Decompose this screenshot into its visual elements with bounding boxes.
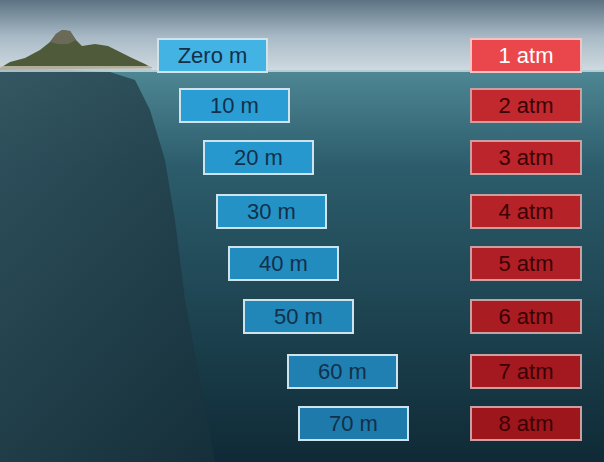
depth-label: 50 m bbox=[274, 306, 323, 328]
depth-box: 40 m bbox=[228, 246, 339, 281]
depth-box: 20 m bbox=[203, 140, 314, 175]
pressure-box: 3 atm bbox=[470, 140, 582, 175]
pressure-box: 6 atm bbox=[470, 299, 582, 334]
depth-label: 40 m bbox=[259, 253, 308, 275]
pressure-label: 8 atm bbox=[498, 413, 553, 435]
depth-box: Zero m bbox=[157, 38, 268, 73]
depth-box: 30 m bbox=[216, 194, 327, 229]
pressure-box: 1 atm bbox=[470, 38, 582, 73]
pressure-label: 1 atm bbox=[498, 45, 553, 67]
depth-box: 60 m bbox=[287, 354, 398, 389]
island bbox=[0, 30, 152, 70]
underwater-cliff bbox=[0, 70, 215, 462]
island-peak bbox=[50, 30, 76, 44]
depth-box: 70 m bbox=[298, 406, 409, 441]
pressure-box: 2 atm bbox=[470, 88, 582, 123]
pressure-box: 5 atm bbox=[470, 246, 582, 281]
pressure-label: 6 atm bbox=[498, 306, 553, 328]
depth-label: 20 m bbox=[234, 147, 283, 169]
pressure-label: 3 atm bbox=[498, 147, 553, 169]
depth-label: 10 m bbox=[210, 95, 259, 117]
shore bbox=[0, 66, 152, 70]
sea bbox=[0, 70, 604, 462]
pressure-label: 7 atm bbox=[498, 361, 553, 383]
depth-box: 10 m bbox=[179, 88, 290, 123]
pressure-box: 4 atm bbox=[470, 194, 582, 229]
pressure-box: 8 atm bbox=[470, 406, 582, 441]
pressure-label: 5 atm bbox=[498, 253, 553, 275]
depth-label: 60 m bbox=[318, 361, 367, 383]
sky bbox=[0, 0, 604, 74]
pressure-label: 2 atm bbox=[498, 95, 553, 117]
depth-box: 50 m bbox=[243, 299, 354, 334]
depth-label: 30 m bbox=[247, 201, 296, 223]
pressure-box: 7 atm bbox=[470, 354, 582, 389]
depth-label: Zero m bbox=[178, 45, 248, 67]
depth-label: 70 m bbox=[329, 413, 378, 435]
pressure-label: 4 atm bbox=[498, 201, 553, 223]
